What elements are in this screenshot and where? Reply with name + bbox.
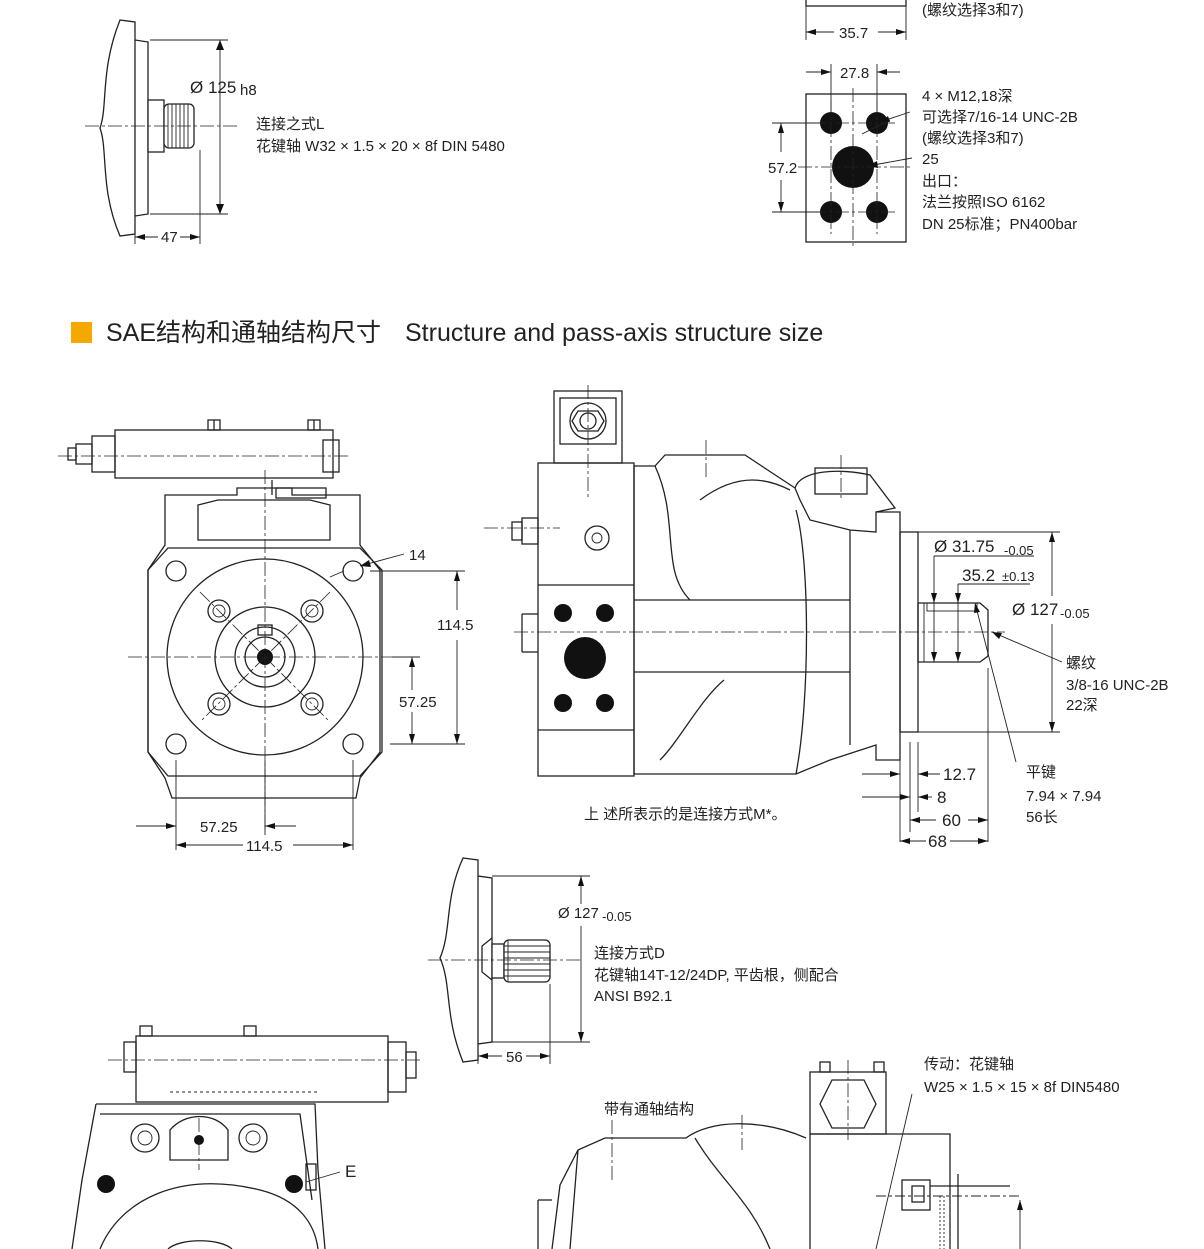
section-title-cn: SAE结构和通轴结构尺寸 bbox=[106, 319, 381, 347]
top-left-dia-label: Ø 125 bbox=[190, 78, 236, 97]
sae-side-thread-3: 22深 bbox=[1066, 697, 1098, 714]
top-right-dim-width: 27.8 bbox=[840, 65, 869, 82]
sae-side-thread-2: 3/8-16 UNC-2B bbox=[1066, 677, 1169, 694]
top-right-note-3: (螺纹选择3和7) bbox=[922, 130, 1024, 147]
sae-side-dim-key-tol: ±0.13 bbox=[1002, 569, 1034, 584]
sae-front-view bbox=[58, 419, 465, 850]
top-right-note-1: 4 × M12,18深 bbox=[922, 88, 1012, 105]
through-shaft-view bbox=[537, 1060, 1023, 1249]
top-right-dim-height: 57.2 bbox=[768, 160, 797, 177]
sae-side-key-2: 7.94 × 7.94 bbox=[1026, 788, 1101, 805]
spline-d-note-3: ANSI B92.1 bbox=[594, 988, 672, 1005]
top-left-dia-tol: h8 bbox=[240, 82, 257, 99]
section-title-en: Structure and pass-axis structure size bbox=[405, 319, 823, 347]
sae-side-dia1: Ø 31.75 bbox=[934, 537, 995, 556]
sae-side-view bbox=[484, 385, 1063, 844]
sae-front-dim-v-total: 114.5 bbox=[437, 617, 473, 634]
through-shaft-label: 带有通轴结构 bbox=[604, 1101, 694, 1118]
sae-side-caption: 上 述所表示的是连接方式M*。 bbox=[584, 806, 787, 823]
top-left-note-1: 连接之式L bbox=[256, 116, 324, 133]
sae-side-dia2-tol: -0.05 bbox=[1060, 606, 1090, 621]
sae-front-dim-h-total: 114.5 bbox=[246, 838, 282, 855]
top-right-port-view bbox=[772, 0, 913, 246]
sae-side-dim-c: 60 bbox=[942, 811, 961, 830]
sae-side-key-3: 56长 bbox=[1026, 809, 1058, 826]
top-right-dim-top: 35.7 bbox=[839, 25, 868, 42]
spline-d-dia-tol: -0.05 bbox=[602, 909, 632, 924]
top-right-note-5: 出口： bbox=[922, 173, 967, 190]
top-right-note-2: 可选择7/16-14 UNC-2B bbox=[922, 109, 1078, 126]
section-marker-square bbox=[71, 322, 92, 343]
sae-side-dim-d: 68 bbox=[928, 832, 947, 851]
spline-d-note-1: 连接方式D bbox=[594, 945, 665, 962]
sae-front-hole-label: 14 bbox=[409, 547, 426, 564]
sae-front-dim-h-half: 57.25 bbox=[200, 819, 238, 836]
top-right-note-top: (螺纹选择3和7) bbox=[922, 2, 1024, 19]
spline-d-dia: Ø 127 bbox=[558, 905, 599, 922]
sae-side-dim-key: 35.2 bbox=[962, 566, 995, 585]
sae-side-thread-1: 螺纹 bbox=[1066, 655, 1096, 672]
top-right-note-7: DN 25标准；PN400bar bbox=[922, 216, 1077, 233]
sae-side-dia1-tol: -0.05 bbox=[1004, 543, 1034, 558]
through-shaft-drive-2: W25 × 1.5 × 15 × 8f DIN5480 bbox=[924, 1079, 1120, 1096]
top-right-note-6: 法兰按照ISO 6162 bbox=[922, 194, 1045, 211]
top-left-flange-view bbox=[85, 19, 240, 244]
sae-front-dim-v-half: 57.25 bbox=[399, 694, 437, 711]
through-shaft-drive-1: 传动：花键轴 bbox=[924, 1056, 1014, 1073]
sae-side-dim-b: 8 bbox=[937, 788, 946, 807]
top-left-dim-width: 47 bbox=[161, 229, 178, 246]
bottom-front-port-label: E bbox=[345, 1162, 356, 1181]
sae-side-dim-a: 12.7 bbox=[943, 765, 976, 784]
spline-d-flange-view bbox=[428, 857, 590, 1064]
spline-d-note-2: 花键轴14T-12/24DP, 平齿根，侧配合 bbox=[594, 967, 839, 984]
top-left-note-2: 花键轴 W32 × 1.5 × 20 × 8f DIN 5480 bbox=[256, 138, 505, 155]
bottom-front-view bbox=[71, 1025, 420, 1249]
sae-side-key-1: 平键 bbox=[1026, 764, 1056, 781]
top-right-note-4: 25 bbox=[922, 151, 939, 168]
spline-d-dim-width: 56 bbox=[506, 1049, 523, 1066]
sae-side-dia2: Ø 127 bbox=[1012, 600, 1058, 619]
